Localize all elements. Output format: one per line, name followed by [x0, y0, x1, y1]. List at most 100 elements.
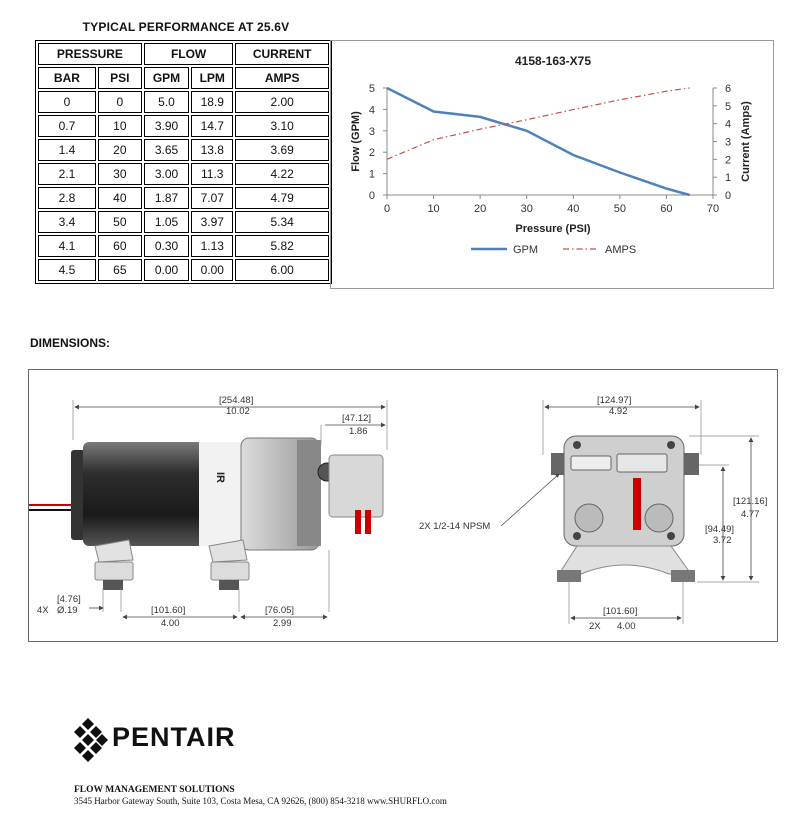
table-cell: 0	[97, 91, 142, 113]
dim-head-offset-in: 2.99	[273, 618, 292, 629]
x-tick-label: 40	[567, 203, 579, 215]
table-cell: 3.00	[143, 163, 190, 185]
table-cell: 1.4	[38, 139, 96, 161]
dim-front-mount-mm: [101.60]	[603, 606, 637, 617]
dim-mount-hole-mm: [4.76]	[57, 594, 81, 605]
dim-height-port-in: 3.72	[713, 535, 732, 546]
series-line-gpm	[386, 86, 691, 197]
dim-height-port-mm: [94.49]	[705, 524, 734, 535]
y-tick-label: 5	[369, 83, 375, 95]
table-cell: 7.07	[191, 187, 234, 209]
table-cell: 10	[97, 115, 142, 137]
legend-label-gpm: GPM	[513, 244, 538, 256]
dim-head-offset-mm: [76.05]	[265, 605, 294, 616]
dim-mount-spacing-mm: [101.60]	[151, 605, 185, 616]
x-tick-label: 60	[660, 203, 672, 215]
dim-front-mount-count: 2X	[589, 621, 601, 632]
x-axis-label: Pressure (PSI)	[515, 223, 591, 235]
dim-mount-hole-in: Ø.19	[57, 605, 78, 616]
series-line-amps	[386, 87, 690, 160]
table-cell: 5.34	[235, 211, 329, 233]
port-note: 2X 1/2-14 NPSM	[419, 521, 490, 532]
dim-overall-length-in: 10.02	[226, 406, 250, 417]
table-cell: 1.87	[143, 187, 190, 209]
table-cell: 2.00	[235, 91, 329, 113]
y2-tick-label: 6	[725, 83, 731, 95]
legend-label-amps: AMPS	[605, 244, 636, 256]
dim-height-total-mm: [121.16]	[733, 496, 767, 507]
dimension-drawing-svg: IR [254.48] 10.02 [47.12] 1.86	[29, 395, 767, 632]
y-axis-label: Flow (GPM)	[350, 111, 362, 172]
table-cell: 13.8	[191, 139, 234, 161]
table-cell: 4.22	[235, 163, 329, 185]
x-tick-label: 30	[521, 203, 533, 215]
table-cell: 4.79	[235, 187, 329, 209]
table-cell: 3.90	[143, 115, 190, 137]
header-current: CURRENT	[235, 43, 329, 65]
table-cell: 3.10	[235, 115, 329, 137]
table-cell: 0.00	[143, 259, 190, 281]
y-tick-label: 1	[369, 169, 375, 181]
table-cell: 0.00	[191, 259, 234, 281]
x-tick-label: 10	[427, 203, 439, 215]
table-cell: 3.97	[191, 211, 234, 233]
table-cell: 3.69	[235, 139, 329, 161]
table-sub-header-row: BAR PSI GPM LPM AMPS	[38, 67, 329, 89]
table-cell: 0.7	[38, 115, 96, 137]
y-tick-label: 2	[369, 147, 375, 159]
dim-overall-length-mm: [254.48]	[219, 395, 253, 406]
header-psi: PSI	[97, 67, 142, 89]
table-group-header-row: PRESSURE FLOW CURRENT	[38, 43, 329, 65]
header-flow: FLOW	[143, 43, 234, 65]
y-tick-label: 0	[369, 190, 375, 202]
table-cell: 11.3	[191, 163, 234, 185]
y2-tick-label: 0	[725, 190, 731, 202]
dim-width-in: 4.92	[609, 406, 628, 417]
table-cell: 20	[97, 139, 142, 161]
table-cell: 30	[97, 163, 142, 185]
brand-name: PENTAIR	[112, 722, 236, 752]
dim-outlet-offset-mm: [47.12]	[342, 413, 371, 424]
y-tick-label: 3	[369, 126, 375, 138]
table-cell: 14.7	[191, 115, 234, 137]
y2-tick-label: 2	[725, 154, 731, 166]
dim-width-mm: [124.97]	[597, 395, 631, 406]
performance-table: PRESSURE FLOW CURRENT BAR PSI GPM LPM AM…	[35, 40, 332, 284]
header-lpm: LPM	[191, 67, 234, 89]
table-cell: 65	[97, 259, 142, 281]
company-name: FLOW MANAGEMENT SOLUTIONS	[74, 785, 235, 795]
dim-mount-spacing-in: 4.00	[161, 618, 180, 629]
table-cell: 0.30	[143, 235, 190, 257]
table-cell: 1.05	[143, 211, 190, 233]
dim-mount-hole-count: 4X	[37, 605, 49, 616]
x-tick-label: 70	[707, 203, 719, 215]
front-view-pump	[551, 435, 699, 582]
side-view-pump: IR	[29, 437, 384, 590]
table-cell: 2.8	[38, 187, 96, 209]
table-cell: 3.65	[143, 139, 190, 161]
svg-text:IR: IR	[214, 472, 226, 483]
x-tick-label: 50	[614, 203, 626, 215]
performance-title: TYPICAL PERFORMANCE AT 25.6V	[82, 20, 290, 34]
header-gpm: GPM	[143, 67, 190, 89]
table-cell: 1.13	[191, 235, 234, 257]
y2-tick-label: 3	[725, 137, 731, 149]
table-cell: 0	[38, 91, 96, 113]
table-cell: 60	[97, 235, 142, 257]
header-bar: BAR	[38, 67, 96, 89]
dim-height-total-in: 4.77	[741, 509, 760, 520]
header-pressure: PRESSURE	[38, 43, 142, 65]
table-cell: 5.0	[143, 91, 190, 113]
table-cell: 18.9	[191, 91, 234, 113]
table-cell: 50	[97, 211, 142, 233]
table-cell: 4.5	[38, 259, 96, 281]
